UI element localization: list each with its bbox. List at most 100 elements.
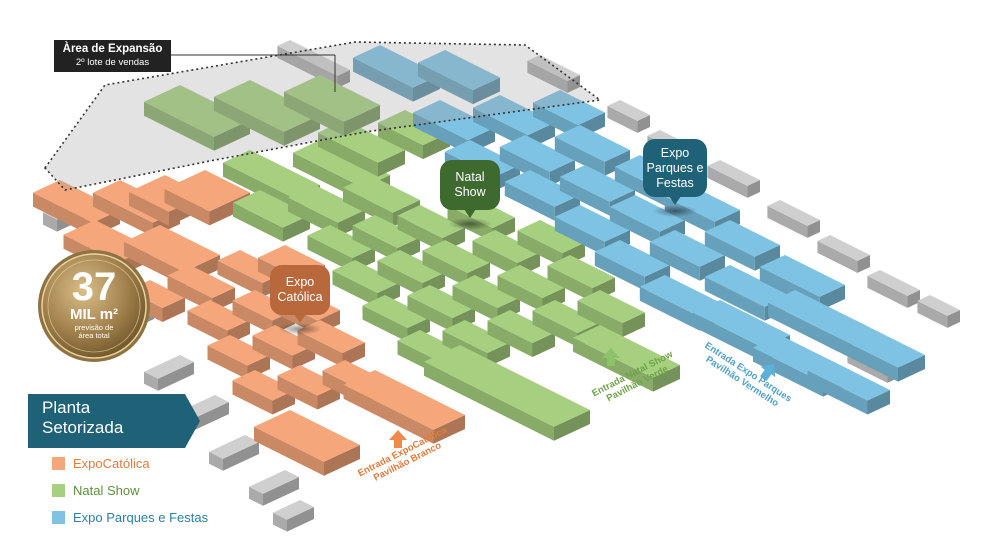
expocatolica-stand-17 bbox=[277, 365, 340, 410]
pin-expo-parques-body bbox=[643, 139, 707, 197]
expo-parques-stand-8-front-face bbox=[504, 181, 555, 221]
natal-show-stand-25-front-face bbox=[577, 300, 623, 337]
natal-show-stand-23 bbox=[487, 310, 555, 357]
pin-expo-parques-label: Expo Parques e Festas bbox=[642, 146, 708, 191]
expocatolica-stand-0-top-face bbox=[33, 180, 120, 223]
pin-expo-parques-line3: Festas bbox=[656, 176, 694, 190]
wall-9 bbox=[527, 55, 580, 93]
expo-parques-stand-4-top-face bbox=[533, 90, 605, 126]
expo-parques-stand-3-top-face bbox=[473, 95, 555, 136]
expo-parques-stand-18-top-face bbox=[704, 265, 790, 307]
expocatolica-stand-14-top-face bbox=[252, 325, 315, 356]
expo-parques-stand-12-front-face bbox=[609, 206, 660, 246]
expocatolica-stand-5-front-face bbox=[124, 241, 184, 286]
wall-7-front-face bbox=[273, 512, 287, 532]
expansion-area-label: Àrea de Expansão 2º lote de vendas bbox=[54, 40, 171, 72]
wall-12-side-face bbox=[747, 180, 760, 198]
wall-10-side-face bbox=[637, 115, 650, 133]
expo-parques-stand-20-front-face bbox=[693, 312, 763, 362]
natal-show-stand-3 bbox=[288, 185, 365, 237]
legend-swatch-blue bbox=[52, 511, 65, 524]
legend-label: ExpoCatólica bbox=[73, 456, 150, 471]
expo-parques-stand-23-front-face bbox=[828, 332, 898, 382]
expocatolica-stand-19-side-face bbox=[324, 445, 360, 476]
expocatolica-stand-17-front-face bbox=[277, 375, 318, 410]
wall-14-top-face bbox=[817, 235, 870, 261]
plan-title-line1: Planta bbox=[42, 398, 91, 417]
expocatolica-stand-13-top-face bbox=[207, 335, 270, 366]
expo-parques-stand-19-side-face bbox=[819, 285, 845, 311]
expo-parques-stand-23-top-face bbox=[828, 320, 925, 368]
plan-header-shape bbox=[28, 394, 200, 448]
expo-parques-stand-5-top-face bbox=[444, 140, 520, 177]
expo-parques-stand-11-top-face bbox=[554, 205, 630, 242]
natal-show-stand-18-front-face bbox=[452, 285, 498, 322]
expocatolica-stand-10-top-face bbox=[187, 300, 250, 331]
pin-expo-parques-line2: Parques e bbox=[646, 161, 704, 175]
expansion-title: Àrea de Expansão bbox=[62, 43, 163, 55]
expocatolica-stand-17-top-face bbox=[277, 365, 340, 396]
natal-show-stand-4-front-face bbox=[343, 187, 393, 227]
natal-show-stand-5-side-face bbox=[378, 150, 405, 177]
natal-show-stand-4-top-face bbox=[343, 175, 420, 213]
natal-show-stand-18-top-face bbox=[452, 275, 520, 308]
natal-show-stand-16-top-face bbox=[362, 295, 430, 328]
natal-show-stand-29-front-face bbox=[214, 96, 284, 146]
natal-show-stand-12-front-face bbox=[377, 260, 423, 297]
expo-parques-stand-6-top-face bbox=[499, 135, 575, 172]
natal-show-stand-30-top-face bbox=[284, 75, 380, 122]
natal-show-stand-14-top-face bbox=[472, 230, 540, 263]
pin-expo-parques-line1: Expo bbox=[660, 146, 690, 160]
expocatolica-stand-17-side-face bbox=[317, 385, 340, 410]
expocatolica-stand-16-top-face bbox=[232, 370, 295, 401]
wall-6-top-face bbox=[249, 470, 299, 494]
natal-show-stand-25-side-face bbox=[622, 312, 645, 337]
wall-3 bbox=[144, 355, 194, 391]
wall-10 bbox=[607, 100, 650, 133]
wall-5 bbox=[209, 435, 259, 471]
expo-parques-stand-7-side-face bbox=[604, 150, 630, 176]
expo-parques-stand-17-front-face bbox=[639, 286, 700, 331]
natal-show-stand-28-front-face bbox=[144, 101, 214, 151]
pin-natal-show-line2: Show bbox=[454, 185, 486, 199]
expocatolica-stand-4-front-face bbox=[164, 188, 210, 226]
expo-parques-stand-16 bbox=[704, 220, 780, 271]
badge-caption-2: área total bbox=[78, 331, 110, 340]
expo-parques-stand-21-front-face bbox=[768, 302, 838, 352]
legend-label: Natal Show bbox=[73, 483, 140, 498]
natal-show-stand-28 bbox=[144, 85, 250, 151]
natal-show-stand-9-top-face bbox=[397, 205, 465, 238]
expo-parques-stand-24-top-face bbox=[807, 360, 890, 401]
wall-0-front-face bbox=[43, 212, 57, 232]
natal-show-stand-6-top-face bbox=[378, 110, 450, 146]
wall-14-front-face bbox=[817, 240, 858, 273]
expo-parques-stand-7-top-face bbox=[554, 125, 630, 162]
wall-13-top-face bbox=[767, 200, 820, 226]
natal-show-stand-26-front-face bbox=[424, 361, 554, 441]
wall-6 bbox=[249, 470, 299, 506]
expansion-subtitle: 2º lote de vendas bbox=[75, 57, 150, 68]
natal-show-stand-16-front-face bbox=[362, 305, 408, 342]
expo-parques-stand-18-front-face bbox=[704, 276, 765, 321]
expocatolica-stand-15-side-face bbox=[342, 342, 365, 367]
natal-show-stand-5-front-face bbox=[318, 132, 378, 177]
expocatolica-stand-20-side-face bbox=[433, 415, 465, 444]
natal-show-stand-8-front-face bbox=[352, 225, 398, 262]
expo-parques-stand-17-top-face bbox=[639, 275, 725, 317]
natal-show-stand-6-front-face bbox=[378, 122, 423, 160]
natal-show-stand-30-side-face bbox=[344, 105, 380, 136]
expocatolica-stand-1-front-face bbox=[93, 192, 153, 237]
wall-16-top-face bbox=[917, 295, 960, 316]
expo-parques-stand-7 bbox=[554, 125, 630, 176]
wall-7-top-face bbox=[273, 500, 314, 520]
natal-show-stand-23-top-face bbox=[487, 310, 555, 343]
expo-parques-stand-23 bbox=[828, 320, 925, 382]
natal-show-stand-3-front-face bbox=[288, 197, 338, 237]
expo-parques-stand-14-top-face bbox=[594, 240, 670, 277]
natal-show-stand-17-top-face bbox=[407, 285, 475, 318]
expo-parques-stand-23-side-face bbox=[898, 355, 925, 382]
wall-10-front-face bbox=[607, 105, 638, 133]
natal-show-stand-29-side-face bbox=[284, 115, 320, 146]
expocatolica-stand-15-front-face bbox=[297, 330, 343, 367]
wall-12 bbox=[707, 160, 760, 198]
